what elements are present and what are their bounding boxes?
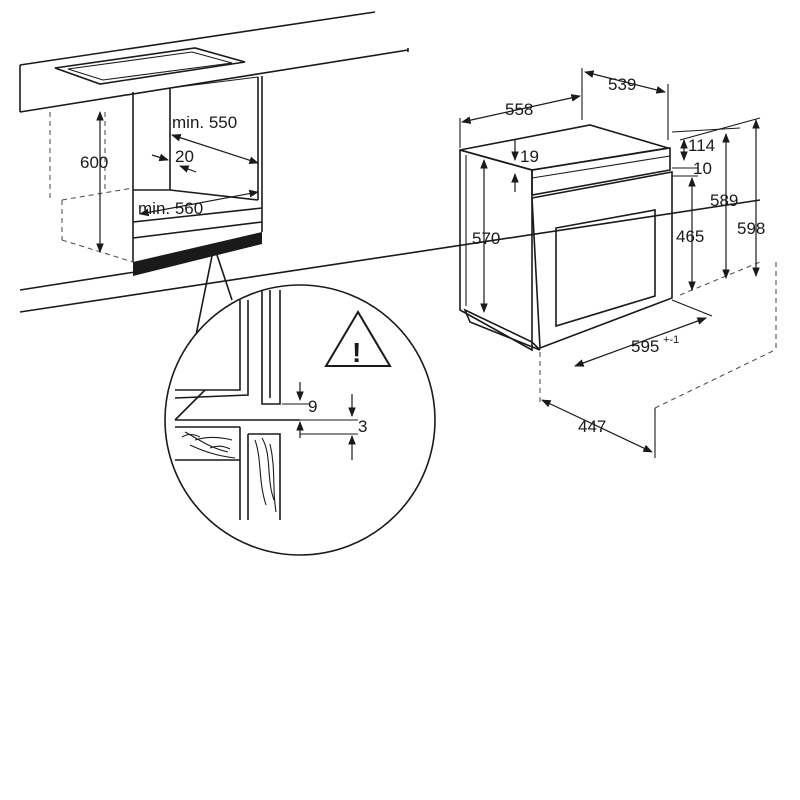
label-front-width-tolerance: +-1 [663, 334, 679, 346]
dim-oven-570: 570 [472, 159, 500, 313]
dim-cabinet-depth: min. 550 [171, 113, 259, 164]
label-side-depth: 539 [608, 75, 636, 94]
oven-drawing [459, 124, 777, 409]
label-total-height: 598 [737, 219, 765, 238]
label-top-offset: 19 [520, 147, 539, 166]
label-inner-total-height: 589 [710, 191, 738, 210]
label-front-height: 465 [676, 227, 704, 246]
detail-circle: 9 3 ! [164, 284, 436, 556]
dim-detail-9: 9 [282, 382, 317, 438]
dim-oven-19: 19 [511, 140, 539, 192]
kitchen-cabinet [19, 11, 761, 313]
label-panel-gap: 10 [693, 159, 712, 178]
dim-oven-558: 558 [459, 94, 581, 148]
dim-oven-114: 114 [680, 136, 715, 161]
dim-cabinet-height: 600 [80, 111, 108, 253]
dim-oven-595: 595 +-1 [574, 299, 713, 367]
label-bottom-depth: 447 [578, 417, 606, 436]
label-panel-height: 114 [688, 136, 715, 155]
label-cabinet-depth: min. 550 [172, 113, 237, 132]
dim-detail-3: 3 [300, 394, 367, 460]
dim-oven-539: 539 [581, 68, 669, 140]
label-top-depth: 558 [505, 100, 533, 119]
warning-triangle-icon: ! [324, 310, 392, 368]
dim-gap-20: 20 [151, 147, 197, 173]
dim-oven-10: 10 [672, 159, 712, 178]
label-detail-gap-bottom: 3 [358, 417, 367, 436]
label-cabinet-height: 600 [80, 153, 108, 172]
dim-cabinet-width: min. 560 [138, 189, 259, 218]
dim-oven-447: 447 [541, 399, 656, 458]
label-cabinet-width: min. 560 [138, 199, 203, 218]
label-left-height: 570 [472, 229, 500, 248]
label-detail-gap-top: 9 [308, 397, 317, 416]
dim-oven-598: 598 [679, 117, 765, 277]
warning-symbol: ! [352, 337, 361, 368]
plinth-strip [133, 232, 262, 276]
dim-oven-465: 465 [676, 177, 704, 291]
label-front-width: 595 [631, 337, 659, 356]
hob [54, 47, 246, 85]
label-gap: 20 [175, 147, 194, 166]
dim-oven-589: 589 [671, 127, 741, 279]
